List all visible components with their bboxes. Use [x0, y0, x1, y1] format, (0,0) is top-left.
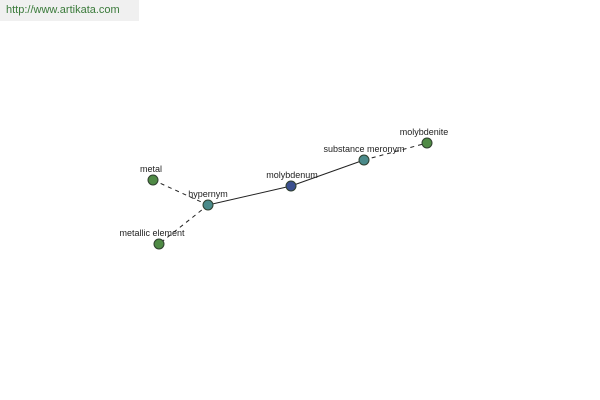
edge-molybdenum-to-substance_meronym	[290, 159, 365, 187]
node-label-metal: metal	[140, 164, 162, 174]
edge-substance_meronym-to-molybdenite	[363, 142, 428, 161]
node-dot-molybdenite[interactable]	[421, 137, 433, 149]
url-banner[interactable]: http://www.artikata.com	[0, 0, 139, 21]
node-label-molybdenite: molybdenite	[400, 127, 449, 137]
node-dot-molybdenum[interactable]	[285, 180, 297, 192]
node-hypernym[interactable]: hypernym	[188, 189, 228, 211]
edge-molybdenum-to-hypernym	[207, 185, 292, 206]
node-metallic-element[interactable]: metallic element	[119, 228, 185, 250]
node-label-hypernym: hypernym	[188, 189, 228, 199]
node-dot-metal[interactable]	[147, 174, 159, 186]
edge-hypernym-to-metal	[152, 179, 209, 206]
node-label-metallic-element: metallic element	[119, 228, 185, 238]
node-molybdenum[interactable]: molybdenum	[266, 170, 318, 192]
url-link[interactable]: http://www.artikata.com	[6, 4, 120, 16]
node-dot-substance-meronym[interactable]	[358, 154, 370, 166]
node-metal[interactable]: metal	[140, 164, 162, 186]
edge-hypernym-to-metallic_element	[158, 204, 209, 245]
edges-layer	[152, 142, 428, 245]
node-substance-meronym[interactable]: substance meronym	[323, 144, 405, 166]
node-dot-metallic-element[interactable]	[153, 238, 165, 250]
node-dot-hypernym[interactable]	[202, 199, 214, 211]
node-label-molybdenum: molybdenum	[266, 170, 318, 180]
node-label-substance-meronym: substance meronym	[323, 144, 404, 154]
node-molybdenite[interactable]: molybdenite	[400, 127, 449, 149]
nodes-layer: molybdenum hypernym substance meronym metal…	[119, 127, 449, 250]
